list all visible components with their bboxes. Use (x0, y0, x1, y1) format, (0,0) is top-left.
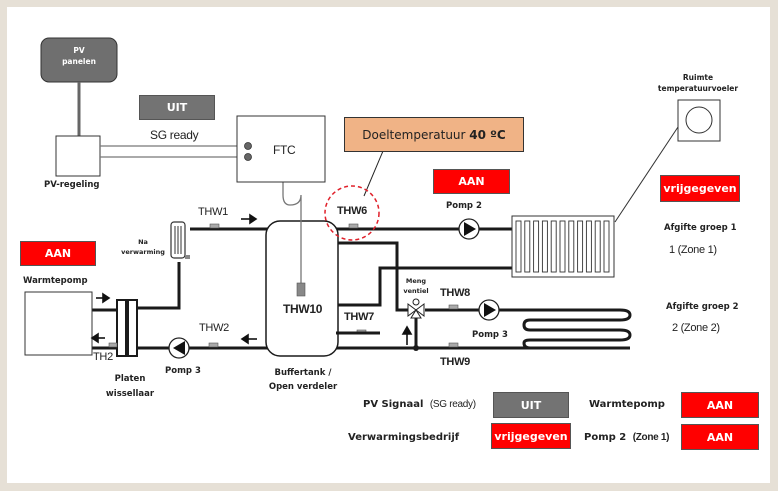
sg-ready-label: SG ready (150, 128, 199, 142)
group1-title: Afgifte groep 1 (664, 223, 737, 233)
thw10-label: THW10 (283, 302, 323, 316)
highlight-ring (324, 185, 380, 241)
mixing-valve-label: Meng ventiel (403, 277, 429, 295)
status-pump2-sub: (Zone 1) (632, 432, 670, 443)
radiator-fin (524, 220, 531, 273)
target-temperature-box: Doeltemperatuur 40 ºC (344, 117, 524, 152)
thw2-sensor (208, 342, 219, 348)
status-pump2-badge: AAN (681, 424, 759, 450)
pump2-state-badge: AAN (433, 169, 510, 194)
pv-controller-box (55, 135, 101, 177)
heat-pump-state-badge: AAN (20, 241, 96, 266)
pump3-left-icon (168, 337, 190, 359)
thw9-label: THW9 (440, 356, 470, 368)
radiator-fin (603, 220, 610, 273)
pipe-to-mix (336, 241, 408, 312)
thw6-label: THW6 (337, 205, 367, 217)
heat-pump-label: Warmtepomp (23, 276, 88, 286)
thw8-label: THW8 (440, 287, 470, 299)
status-pump2-text: Pomp 2 (584, 432, 627, 443)
heating-mode-badge: vrijgegeven (491, 423, 571, 449)
pump2-icon (458, 218, 480, 240)
mixing-valve-icon (407, 298, 425, 319)
ftc-label: FTC (273, 143, 296, 157)
pv-signal-badge: UIT (493, 392, 569, 418)
status-pump2-label: Pomp 2 (Zone 1) (584, 432, 669, 443)
radiator-fin (585, 220, 592, 273)
group1-state-badge: vrijgegeven (660, 175, 740, 202)
floor-heating-coil (522, 308, 632, 350)
heat-pump-unit (24, 291, 93, 356)
buffer-tank-label: Buffertank / Open verdeler (268, 368, 338, 392)
radiator-fin (541, 220, 548, 273)
pv-controller-label: PV-regeling (44, 180, 100, 190)
th2-label: TH2 (93, 351, 113, 363)
radiator-fin (568, 220, 575, 273)
pump3-left-label: Pomp 3 (165, 366, 201, 376)
group2-title: Afgifte groep 2 (666, 302, 739, 312)
thw10-sensor (296, 282, 306, 297)
pump3-right-icon (478, 299, 500, 321)
target-temperature-label: Doeltemperatuur (362, 127, 470, 142)
radiator-fin (550, 220, 557, 273)
group2-zone: 2 (Zone 2) (672, 322, 720, 334)
thw6-sensor (348, 223, 359, 229)
th2-sensor (108, 342, 118, 348)
thw8-sensor (448, 304, 459, 310)
pv-signal-text: PV Signaal (363, 399, 424, 410)
status-heat-pump-badge: AAN (681, 392, 759, 418)
group1-zone: 1 (Zone 1) (669, 244, 717, 256)
pv-signal-label: PV Signaal (SG ready) (363, 399, 476, 410)
thw1-label: THW1 (198, 206, 228, 218)
plate-exchanger-label: Platen wissellaar (105, 374, 155, 399)
plate-exchanger (116, 299, 127, 357)
pv-panels-label: PV panelen (62, 46, 96, 66)
thw2-label: THW2 (199, 322, 229, 334)
radiator-fin (594, 220, 601, 273)
thw9-sensor (448, 342, 459, 348)
sg-ready-badge: UIT (139, 95, 215, 120)
heating-mode-label: Verwarmingsbedrijf (348, 432, 460, 443)
radiator-fin (559, 220, 566, 273)
pv-signal-sub: (SG ready) (429, 399, 476, 410)
target-temperature-value: 40 ºC (469, 127, 506, 142)
radiator-fin (533, 220, 540, 273)
status-heat-pump-label: Warmtepomp (589, 399, 665, 410)
afterheater-label: Na verwarming (121, 238, 165, 256)
pipe-radiator-return (336, 266, 512, 307)
radiator-fin (577, 220, 584, 273)
radiator (511, 215, 615, 278)
pump3-right-label: Pomp 3 (472, 330, 508, 340)
thw7-label: THW7 (344, 311, 374, 323)
pipe-afterheater-down (133, 262, 181, 310)
pump2-label: Pomp 2 (446, 201, 482, 211)
diagram-frame (7, 7, 770, 483)
radiator-fin (515, 220, 522, 273)
room-sensor-label: Ruimte temperatuurvoeler (657, 73, 739, 93)
ftc-box (236, 115, 326, 183)
thw1-sensor (209, 223, 220, 229)
